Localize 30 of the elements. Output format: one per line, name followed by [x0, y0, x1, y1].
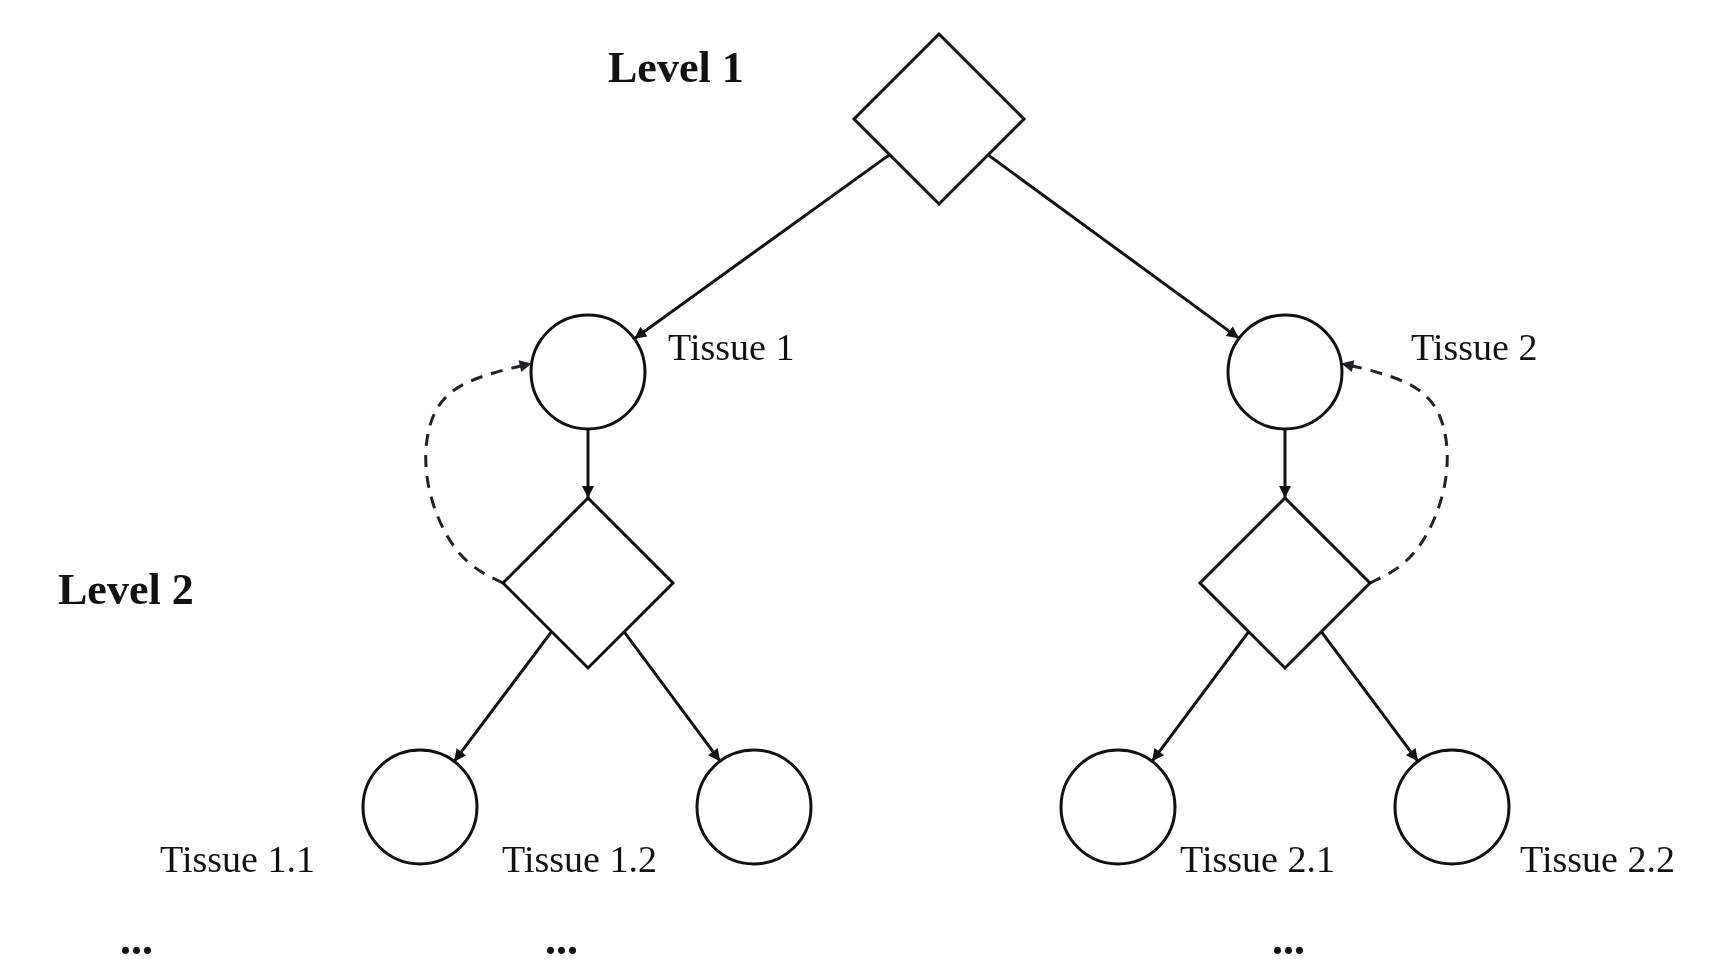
- arrow: [1320, 630, 1420, 763]
- arrow: [582, 429, 594, 498]
- decision-diamond: [1200, 498, 1370, 668]
- arrow: [1279, 429, 1291, 498]
- circle-node: [1395, 750, 1509, 864]
- node-label: Tissue 1.1: [160, 840, 315, 878]
- ellipsis: ...: [545, 918, 578, 962]
- arrow: [622, 630, 722, 763]
- node-label: Tissue 1.2: [502, 840, 657, 878]
- arrow: [424, 360, 532, 585]
- node-label: Tissue 2.1: [1180, 840, 1335, 878]
- decision-diamond: [503, 498, 673, 668]
- circle-node: [1061, 750, 1175, 864]
- decision-diamond: [854, 34, 1024, 204]
- level-label: Level 1: [608, 46, 744, 90]
- arrow: [453, 630, 553, 763]
- arrow: [1150, 630, 1250, 763]
- circle-node: [531, 315, 645, 429]
- arrow: [633, 153, 891, 340]
- node-label: Tissue 2.2: [1520, 840, 1675, 878]
- arrow: [1341, 360, 1449, 585]
- node-label: Tissue 2: [1411, 328, 1538, 366]
- circle-node: [697, 750, 811, 864]
- ellipsis: ...: [1272, 918, 1305, 962]
- ellipsis: ...: [120, 918, 153, 962]
- node-label: Tissue 1: [668, 328, 795, 366]
- circle-node: [363, 750, 477, 864]
- level-label: Level 2: [58, 568, 194, 612]
- circle-node: [1228, 315, 1342, 429]
- arrow: [987, 153, 1240, 340]
